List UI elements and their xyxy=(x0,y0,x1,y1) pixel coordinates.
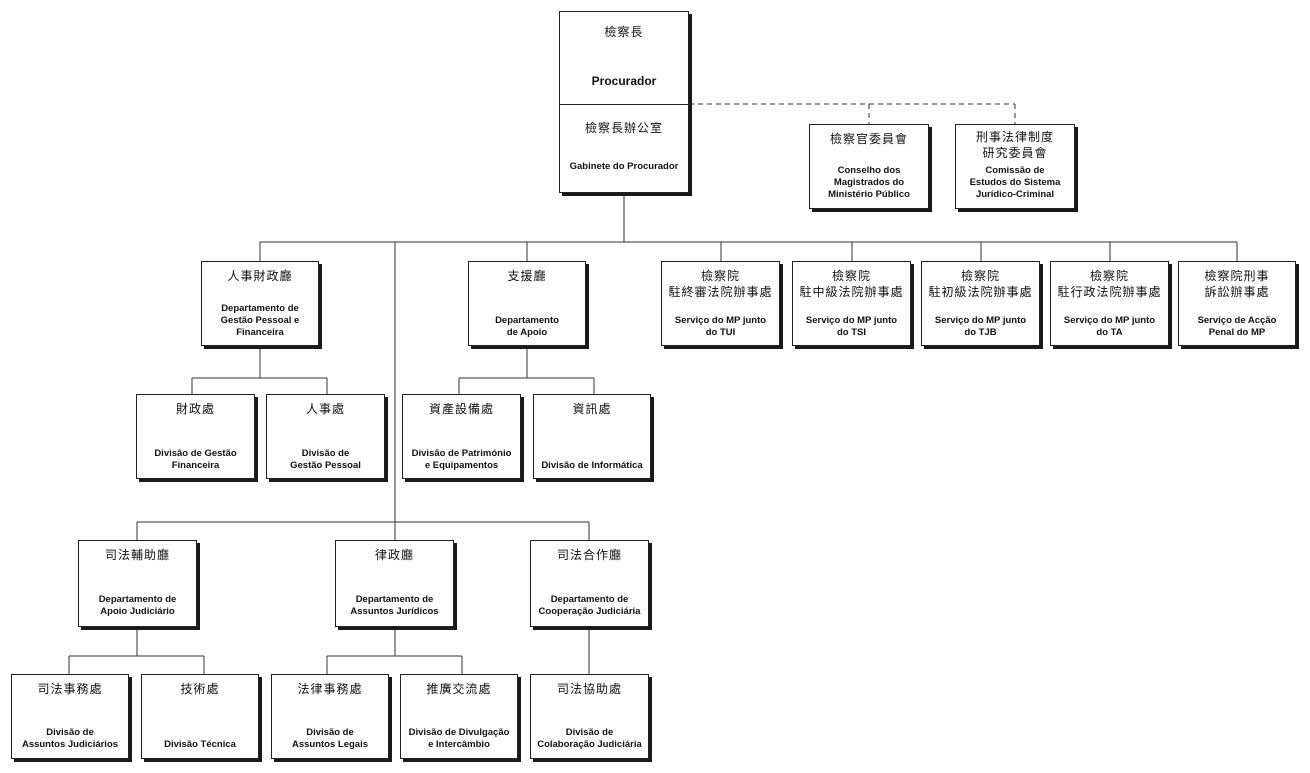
div-ass-judiciarios-pt: Divisão de Assuntos Judiciários xyxy=(21,727,119,750)
conselho-zh: 檢察官委員會 xyxy=(829,132,908,146)
conselho-pt: Conselho dos Magistrados do Ministério P… xyxy=(828,165,910,200)
div-pessoal-box[interactable]: 人事處 Divisão de Gestão Pessoal xyxy=(266,394,385,479)
div-colaboracao-box[interactable]: 司法協助處 Divisão de Colaboração Judiciária xyxy=(530,674,649,759)
mp-tsi-zh: 檢察院 駐中級法院辦事處 xyxy=(799,269,904,299)
conselho-box[interactable]: 檢察官委員會 Conselho dos Magistrados do Minis… xyxy=(809,124,929,209)
mp-tsi-pt: Serviço do MP junto do TSI xyxy=(805,315,898,338)
cooperacao-pt: Departamento de Cooperação Judiciária xyxy=(538,594,641,617)
apoio-connector xyxy=(458,346,595,394)
procurador-zh: 檢察長 xyxy=(604,25,644,39)
assuntos-juridicos-box[interactable]: 律政廳 Departamento de Assuntos Jurídicos xyxy=(335,540,454,627)
acao-penal-zh: 檢察院刑事 訴訟辦事處 xyxy=(1204,269,1270,299)
acao-penal-box[interactable]: 檢察院刑事 訴訟辦事處 Serviço de Acção Penal do MP xyxy=(1178,261,1296,346)
div-colaboracao-zh: 司法協助處 xyxy=(556,682,622,696)
div-informatica-box[interactable]: 資訊處 Divisão de Informática xyxy=(533,394,651,479)
apoio-pt: Departamento de Apoio xyxy=(495,315,559,338)
div-informatica-pt: Divisão de Informática xyxy=(541,460,643,471)
mp-tjb-box[interactable]: 檢察院 駐初級法院辦事處 Serviço do MP junto do TJB xyxy=(921,261,1040,346)
div-ass-judiciarios-box[interactable]: 司法事務處 Divisão de Assuntos Judiciários xyxy=(11,674,129,759)
mp-ta-box[interactable]: 檢察院 駐行政法院辦事處 Serviço do MP junto do TA xyxy=(1050,261,1169,346)
div-tecnica-box[interactable]: 技術處 Divisão Técnica xyxy=(141,674,259,759)
div-pessoal-pt: Divisão de Gestão Pessoal xyxy=(290,448,361,471)
div-financeira-zh: 財政處 xyxy=(175,402,215,416)
assuntos-juridicos-pt: Departamento de Assuntos Jurídicos xyxy=(350,594,439,617)
dgpf-box[interactable]: 人事財政廳 Departamento de Gestão Pessoal e F… xyxy=(201,261,319,346)
dgpf-zh: 人事財政廳 xyxy=(227,269,293,283)
div-pessoal-zh: 人事處 xyxy=(305,402,345,416)
div-patrimonio-pt: Divisão de Património e Equipamentos xyxy=(411,448,512,471)
div-colaboracao-pt: Divisão de Colaboração Judiciária xyxy=(537,727,642,750)
comissao-zh: 刑事法律制度 研究委員會 xyxy=(975,130,1054,160)
apoio-judiciario-pt: Departamento de Apoio Judiciário xyxy=(98,594,177,617)
procurador-pt: Procurador xyxy=(591,74,657,88)
comissao-pt: Comissão de Estudos do Sistema Jurídico-… xyxy=(969,165,1061,200)
div-tecnica-zh: 技術處 xyxy=(180,682,220,696)
gabinete-pt: Gabinete do Procurador xyxy=(569,161,679,172)
cooperacao-zh: 司法合作廳 xyxy=(556,548,622,562)
assuntos-juridicos-zh: 律政廳 xyxy=(374,548,414,562)
dgpf-connector xyxy=(191,346,328,394)
advisory-connector xyxy=(689,103,1016,124)
div-financeira-pt: Divisão de Gestão Financeira xyxy=(154,448,237,471)
juridicos-connector xyxy=(326,627,463,674)
div-divulgacao-box[interactable]: 推廣交流處 Divisão de Divulgação e Intercâmbi… xyxy=(400,674,518,759)
apoio-box[interactable]: 支援廳 Departamento de Apoio xyxy=(468,261,586,346)
mp-tui-box[interactable]: 檢察院 駐終審法院辦事處 Serviço do MP junto do TUI xyxy=(661,261,780,346)
div-divulgacao-pt: Divisão de Divulgação e Intercâmbio xyxy=(408,727,510,750)
gabinete-zh: 檢察長辦公室 xyxy=(584,121,663,135)
procurador-box[interactable]: 檢察長 Procurador 檢察長辦公室 Gabinete do Procur… xyxy=(559,11,689,193)
mp-tsi-box[interactable]: 檢察院 駐中級法院辦事處 Serviço do MP junto do TSI xyxy=(792,261,911,346)
apoio-judiciario-zh: 司法輔助廳 xyxy=(104,548,170,562)
mp-tui-pt: Serviço do MP junto do TUI xyxy=(674,315,767,338)
div-ass-legais-pt: Divisão de Assuntos Legais xyxy=(291,727,369,750)
mp-ta-pt: Serviço do MP junto do TA xyxy=(1063,315,1156,338)
dgpf-pt: Departamento de Gestão Pessoal e Finance… xyxy=(220,303,300,338)
div-ass-judiciarios-zh: 司法事務處 xyxy=(37,682,103,696)
apoio-judiciario-box[interactable]: 司法輔助廳 Departamento de Apoio Judiciário xyxy=(78,540,197,627)
div-patrimonio-box[interactable]: 資產設備處 Divisão de Património e Equipament… xyxy=(402,394,521,479)
div-ass-legais-zh: 法律事務處 xyxy=(297,682,363,696)
div-tecnica-pt: Divisão Técnica xyxy=(164,739,236,750)
department-drops xyxy=(259,242,1238,261)
apoio-jud-connector xyxy=(68,627,205,674)
div-divulgacao-zh: 推廣交流處 xyxy=(426,682,492,696)
div-patrimonio-zh: 資產設備處 xyxy=(428,402,494,416)
apoio-zh: 支援廳 xyxy=(507,269,547,283)
procurador-divider xyxy=(560,104,688,105)
lower-bus-line xyxy=(136,521,590,540)
div-informatica-zh: 資訊處 xyxy=(572,402,612,416)
mp-ta-zh: 檢察院 駐行政法院辦事處 xyxy=(1057,269,1162,299)
acao-penal-pt: Serviço de Acção Penal do MP xyxy=(1197,315,1277,338)
cooperacao-box[interactable]: 司法合作廳 Departamento de Cooperação Judiciá… xyxy=(530,540,649,627)
mp-tui-zh: 檢察院 駐終審法院辦事處 xyxy=(668,269,773,299)
mp-tjb-pt: Serviço do MP junto do TJB xyxy=(934,315,1027,338)
comissao-box[interactable]: 刑事法律制度 研究委員會 Comissão de Estudos do Sist… xyxy=(955,124,1075,209)
div-ass-legais-box[interactable]: 法律事務處 Divisão de Assuntos Legais xyxy=(271,674,389,759)
mp-tjb-zh: 檢察院 駐初級法院辦事處 xyxy=(928,269,1033,299)
div-financeira-box[interactable]: 財政處 Divisão de Gestão Financeira xyxy=(136,394,255,479)
